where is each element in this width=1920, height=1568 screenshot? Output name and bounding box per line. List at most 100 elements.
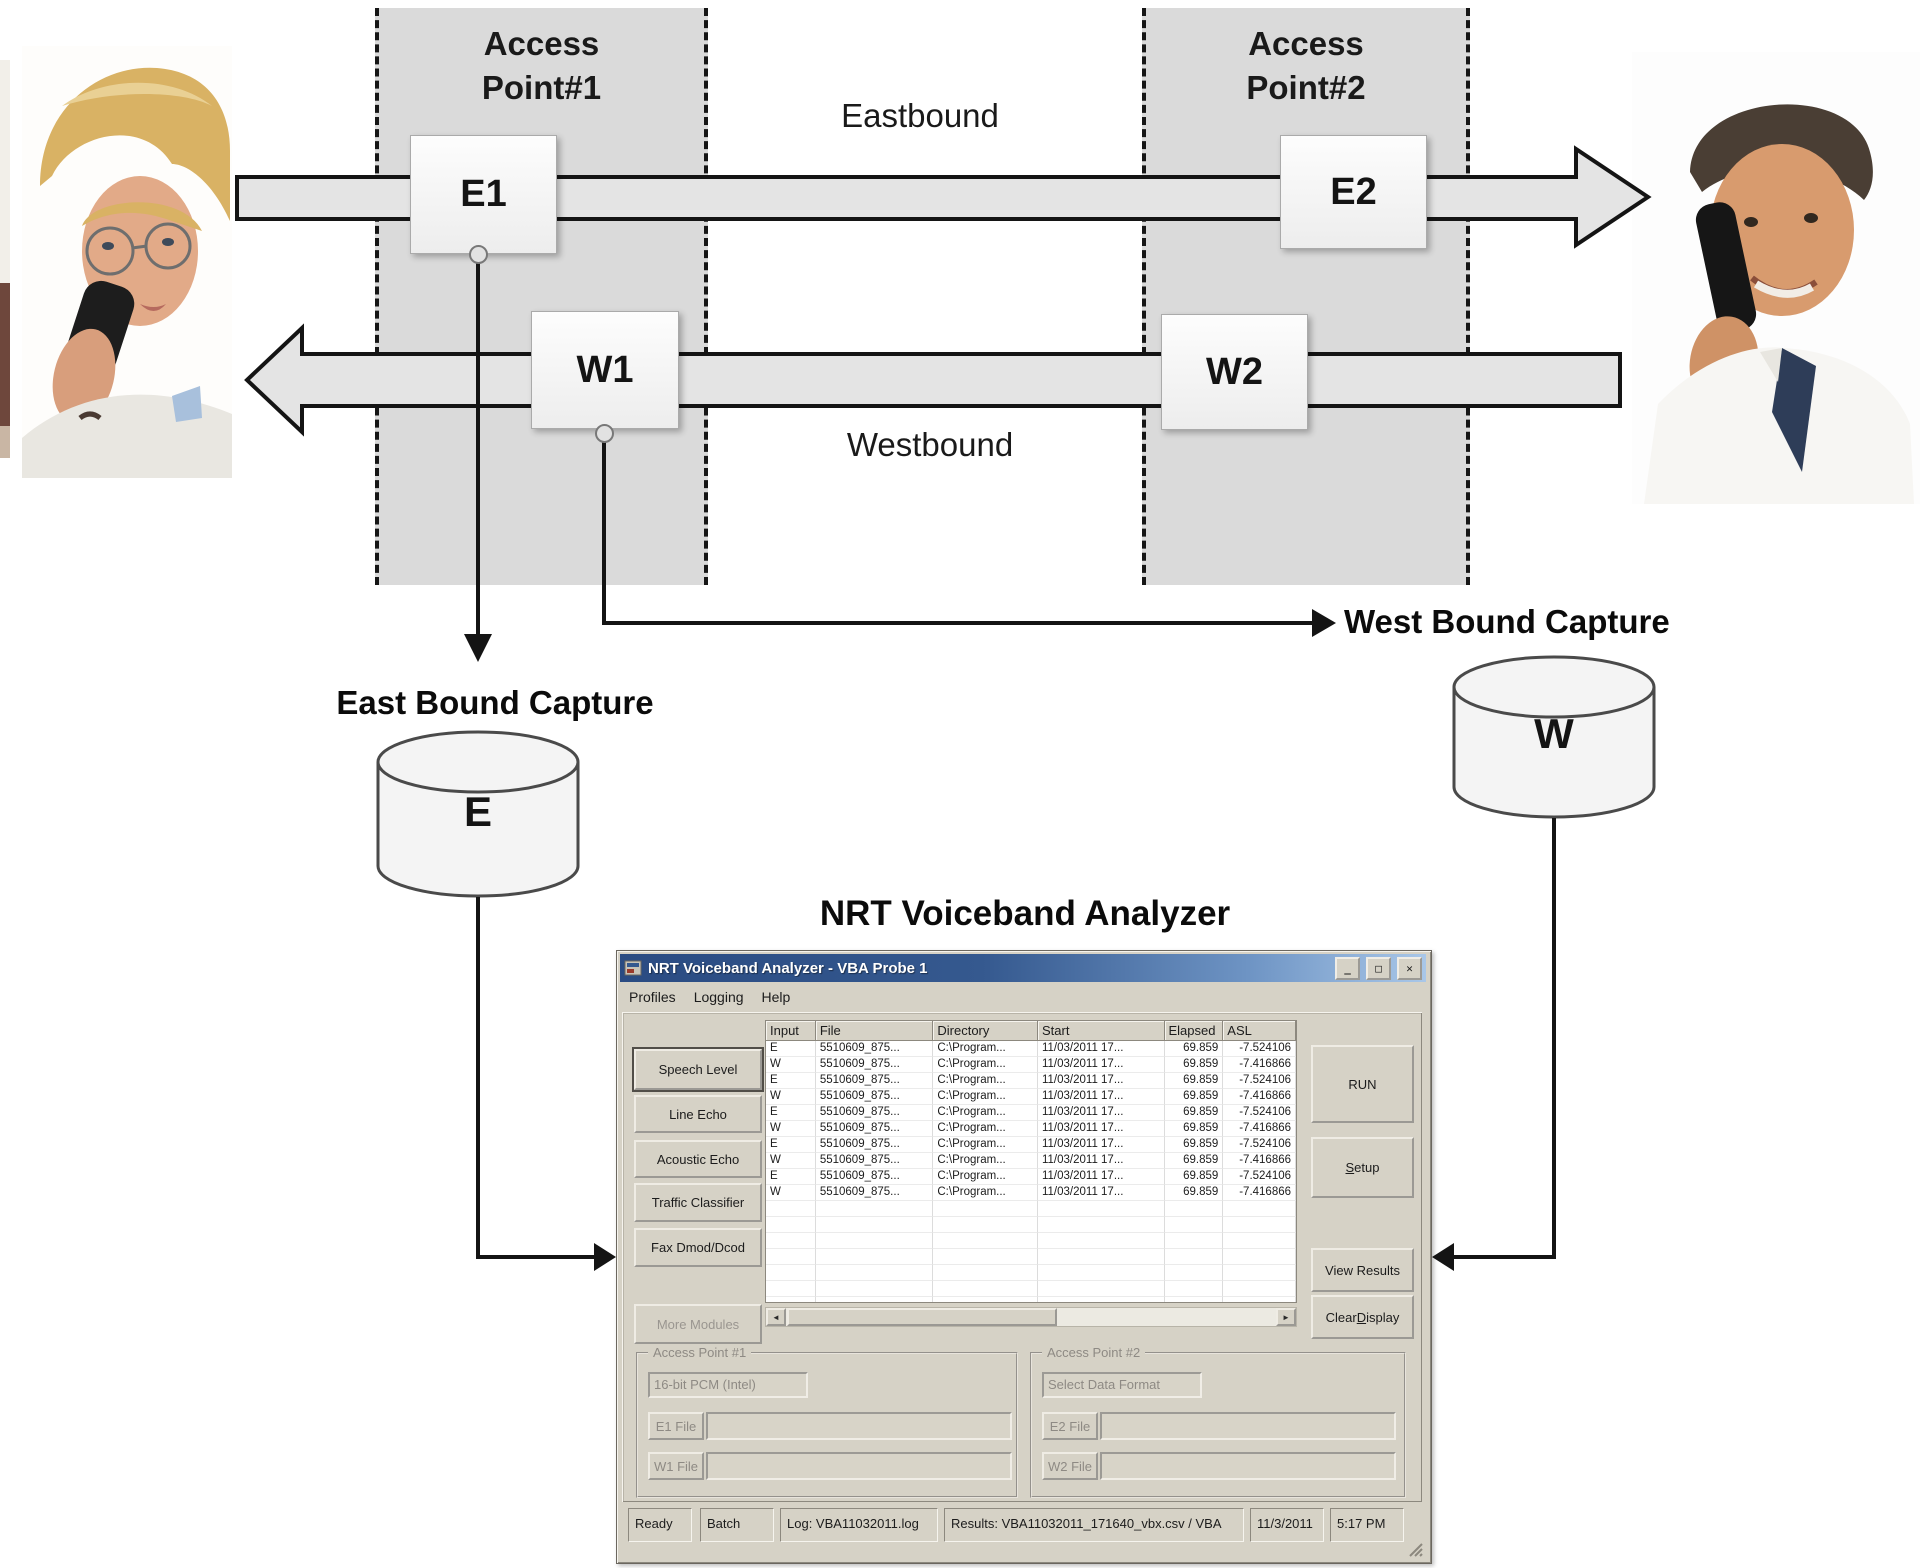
column-header-elapsed[interactable]: Elapsed	[1164, 1021, 1224, 1041]
table-cell	[1164, 1265, 1224, 1281]
table-cell: 69.859	[1164, 1185, 1224, 1201]
table-cell: C:\Program...	[933, 1057, 1038, 1073]
table-cell	[933, 1217, 1038, 1233]
table-cell	[1037, 1281, 1165, 1297]
column-header-asl[interactable]: ASL	[1223, 1021, 1296, 1041]
e1-file-field[interactable]	[706, 1412, 1012, 1440]
view-results-button[interactable]: View Results	[1311, 1248, 1414, 1292]
horizontal-scrollbar[interactable]: ◄ ►	[765, 1307, 1297, 1327]
left-photo-sliver	[0, 60, 10, 458]
table-cell: W	[766, 1057, 816, 1073]
module-button-fax-dmod-dcod[interactable]: Fax Dmod/Dcod	[634, 1228, 762, 1267]
scrollbar-thumb[interactable]	[787, 1308, 1057, 1326]
e2-file-button[interactable]: E2 File	[1042, 1412, 1098, 1440]
ap1-data-format-select[interactable]: 16-bit PCM (Intel)	[648, 1372, 808, 1398]
column-header-directory[interactable]: Directory	[933, 1021, 1038, 1041]
status-ready: Ready	[628, 1508, 692, 1542]
w1-file-button[interactable]: W1 File	[648, 1452, 704, 1480]
table-cell: 5510609_875...	[815, 1089, 934, 1105]
table-cell	[815, 1201, 934, 1217]
column-header-input[interactable]: Input	[766, 1021, 816, 1041]
table-cell: 11/03/2011 17...	[1037, 1121, 1165, 1137]
table-cell: 69.859	[1164, 1153, 1224, 1169]
table-cell: 5510609_875...	[815, 1137, 934, 1153]
table-cell	[1037, 1249, 1165, 1265]
more-modules-button[interactable]: More Modules	[634, 1304, 762, 1344]
man-collar	[1760, 348, 1782, 382]
woman-fringe	[82, 202, 202, 231]
resize-grip[interactable]	[1406, 1540, 1424, 1558]
module-button-acoustic-echo[interactable]: Acoustic Echo	[634, 1140, 762, 1178]
column-header-file[interactable]: File	[815, 1021, 934, 1041]
w1-file-field[interactable]	[706, 1452, 1012, 1480]
scroll-right-button[interactable]: ►	[1276, 1308, 1296, 1326]
ap2-data-format-select[interactable]: Select Data Format	[1042, 1372, 1202, 1398]
run-button[interactable]: RUN	[1311, 1045, 1414, 1123]
table-cell	[766, 1265, 816, 1281]
minimize-button[interactable]: _	[1335, 956, 1360, 980]
table-cell	[1223, 1233, 1296, 1249]
table-cell	[933, 1265, 1038, 1281]
e1-file-button[interactable]: E1 File	[648, 1412, 704, 1440]
table-cell	[1223, 1265, 1296, 1281]
table-cell: E	[766, 1073, 816, 1089]
table-cell: C:\Program...	[933, 1153, 1038, 1169]
module-button-traffic-classifier[interactable]: Traffic Classifier	[634, 1183, 762, 1222]
table-cell	[1038, 1297, 1165, 1302]
table-cell: C:\Program...	[933, 1169, 1038, 1185]
module-button-speech-level[interactable]: Speech Level	[634, 1049, 762, 1090]
maximize-button[interactable]: □	[1366, 956, 1391, 980]
table-cell: C:\Program...	[933, 1105, 1038, 1121]
access-point-2-group: Access Point #2	[1030, 1345, 1406, 1498]
scroll-left-button[interactable]: ◄	[766, 1308, 786, 1326]
status-log: Log: VBA11032011.log	[780, 1508, 938, 1542]
capture-table[interactable]: Input File Directory Start Elapsed ASL E…	[765, 1020, 1297, 1303]
app-icon	[624, 960, 642, 976]
west-db-to-analyzer-line	[1454, 818, 1556, 1259]
table-cell: -7.416866	[1223, 1185, 1296, 1201]
table-cell	[1223, 1201, 1296, 1217]
w2-file-field[interactable]	[1100, 1452, 1396, 1480]
table-cell	[933, 1249, 1038, 1265]
table-row-empty	[766, 1281, 1296, 1297]
table-cell: C:\Program...	[933, 1041, 1038, 1057]
e2-file-field[interactable]	[1100, 1412, 1396, 1440]
column-header-start[interactable]: Start	[1037, 1021, 1165, 1041]
table-cell	[1164, 1201, 1224, 1217]
module-button-line-echo[interactable]: Line Echo	[634, 1095, 762, 1133]
table-cell	[815, 1233, 934, 1249]
man-eye-right	[1804, 213, 1818, 223]
woman-glasses-left	[85, 226, 135, 276]
access-point-1-label: Access Point#1	[481, 25, 602, 106]
table-cell: -7.524106	[1223, 1169, 1296, 1185]
title-bar[interactable]: NRT Voiceband Analyzer - VBA Probe 1 _ □…	[620, 954, 1426, 982]
table-cell	[766, 1297, 816, 1302]
node-w2: W2	[1161, 314, 1308, 430]
table-cell	[1037, 1233, 1165, 1249]
menu-logging[interactable]: Logging	[693, 988, 744, 1005]
menu-profiles[interactable]: Profiles	[629, 988, 676, 1005]
table-cell: -7.524106	[1223, 1073, 1296, 1089]
table-row-empty	[766, 1249, 1296, 1265]
status-time: 5:17 PM	[1330, 1508, 1404, 1542]
east-db-cylinder-top	[376, 730, 580, 794]
menu-help[interactable]: Help	[761, 988, 791, 1005]
table-cell: E	[766, 1041, 816, 1057]
table-cell: -7.416866	[1223, 1153, 1296, 1169]
woman-bracelet	[78, 411, 102, 421]
close-button[interactable]: ✕	[1397, 956, 1422, 980]
w2-file-button[interactable]: W2 File	[1042, 1452, 1098, 1480]
table-cell: C:\Program...	[933, 1137, 1038, 1153]
